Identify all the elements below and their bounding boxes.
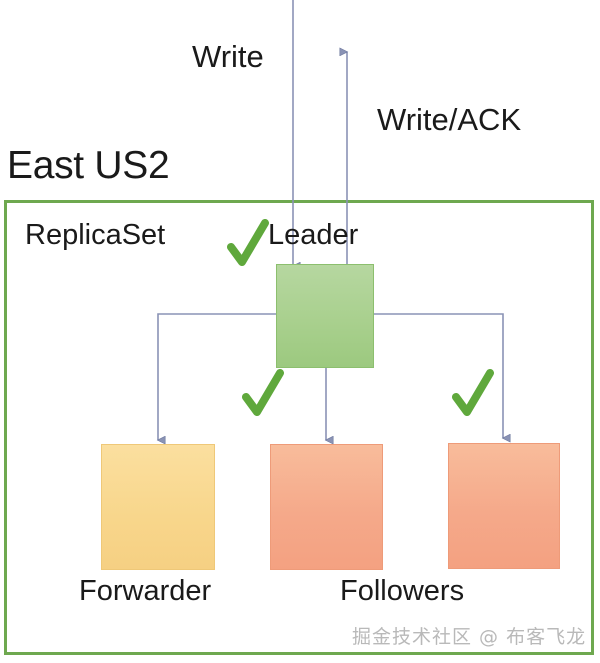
replicaset-label: ReplicaSet <box>25 219 166 251</box>
flow-label-write-ack: Write/ACK <box>377 102 522 137</box>
node-follower-2[interactable] <box>448 443 560 569</box>
region-title: East US2 <box>7 144 170 187</box>
node-follower-1[interactable] <box>270 444 383 570</box>
node-label-forwarder: Forwarder <box>79 575 212 607</box>
node-forwarder[interactable] <box>101 444 215 570</box>
watermark: 掘金技术社区 @ 布客飞龙 <box>352 626 587 648</box>
flow-label-write: Write <box>192 39 264 74</box>
node-leader[interactable] <box>276 264 374 368</box>
node-label-followers: Followers <box>340 575 465 607</box>
node-label-leader: Leader <box>268 219 359 251</box>
